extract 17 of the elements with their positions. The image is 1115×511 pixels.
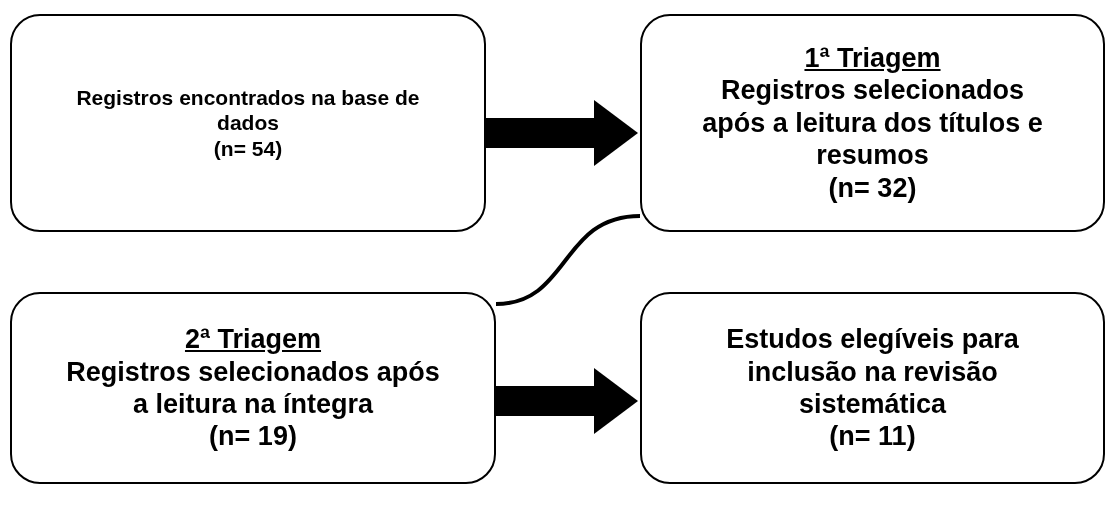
process-box — [640, 14, 1105, 232]
box-text: Registros encontrados na base de dados — [75, 85, 421, 136]
box-heading: 1ª Triagem — [804, 42, 941, 75]
process-box — [10, 292, 496, 484]
box-text: Registros selecionados após a leitura na íntegra — [65, 355, 441, 421]
count-text: (n= 11) — [829, 420, 916, 453]
count-text: (n= 19) — [209, 420, 297, 453]
connector-line — [495, 214, 641, 306]
box-text: Registros selecionados após a leitura dos títulos e resumos — [701, 74, 1044, 172]
block-arrow — [486, 100, 638, 166]
count-text: (n= 32) — [828, 171, 917, 204]
count-text: (n= 54) — [213, 135, 283, 161]
block-arrow — [496, 368, 638, 434]
box-text: Estudos elegíveis para inclusão na revisão sistemática — [725, 323, 1020, 421]
box-heading: 2ª Triagem — [184, 323, 322, 356]
process-box — [640, 292, 1105, 484]
process-box — [10, 14, 486, 232]
